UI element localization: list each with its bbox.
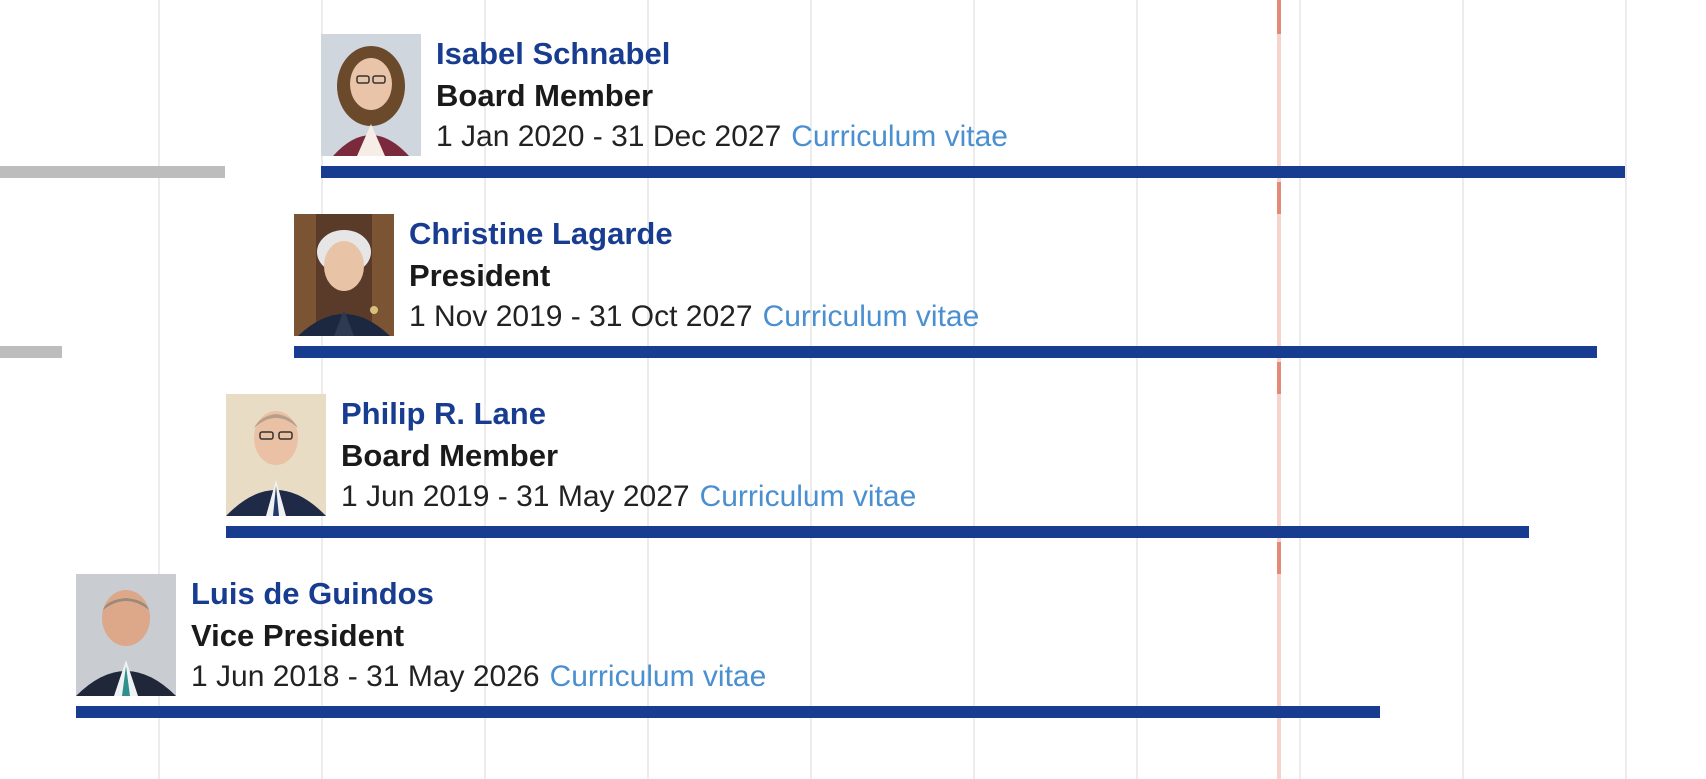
member-info: Christine Lagarde President 1 Nov 2019 -… xyxy=(409,214,979,338)
timeline-gridline xyxy=(1299,0,1301,779)
previous-member-bar xyxy=(0,166,225,178)
member-term-dates: 1 Jun 2018 - 31 May 2026 xyxy=(191,660,540,693)
timeline-gridline xyxy=(1625,0,1627,779)
member-info: Philip R. Lane Board Member 1 Jun 2019 -… xyxy=(341,394,916,518)
member-role: President xyxy=(409,258,551,293)
tenure-bar xyxy=(321,166,1625,178)
tenure-bar xyxy=(294,346,1597,358)
member-role: Board Member xyxy=(436,78,654,113)
member-role: Vice President xyxy=(191,618,405,653)
timeline-gridline xyxy=(810,0,812,779)
member-role: Board Member xyxy=(341,438,559,473)
curriculum-vitae-link[interactable]: Curriculum vitae xyxy=(549,660,767,693)
member-photo xyxy=(294,214,394,336)
today-marker-segment xyxy=(1277,542,1281,574)
member-info: Luis de Guindos Vice President 1 Jun 201… xyxy=(191,574,766,698)
tenure-bar xyxy=(226,526,1529,538)
member-photo xyxy=(321,34,421,156)
member-name: Christine Lagarde xyxy=(409,216,673,251)
today-marker-segment xyxy=(1277,362,1281,394)
member-meta: 1 Jun 2018 - 31 May 2026 Curriculum vitae xyxy=(191,658,766,698)
timeline-gridline xyxy=(321,0,323,779)
previous-member-bar xyxy=(0,346,62,358)
member-meta: 1 Jun 2019 - 31 May 2027 Curriculum vitae xyxy=(341,478,916,518)
member-name: Philip R. Lane xyxy=(341,396,546,431)
timeline-gridline xyxy=(484,0,486,779)
member-info: Isabel Schnabel Board Member 1 Jan 2020 … xyxy=(436,34,1008,158)
today-marker-segment xyxy=(1277,182,1281,214)
timeline-gridline xyxy=(1462,0,1464,779)
member-name: Luis de Guindos xyxy=(191,576,434,611)
member-term-dates: 1 Jun 2019 - 31 May 2027 xyxy=(341,480,690,513)
curriculum-vitae-link[interactable]: Curriculum vitae xyxy=(699,480,917,513)
member-term-dates: 1 Nov 2019 - 31 Oct 2027 xyxy=(409,300,753,333)
member-meta: 1 Jan 2020 - 31 Dec 2027 Curriculum vitae xyxy=(436,118,1008,158)
timeline-gridline xyxy=(1136,0,1138,779)
today-marker-segment xyxy=(1277,0,1281,34)
curriculum-vitae-link[interactable]: Curriculum vitae xyxy=(762,300,980,333)
timeline-gridline xyxy=(158,0,160,779)
curriculum-vitae-link[interactable]: Curriculum vitae xyxy=(791,120,1008,153)
member-name: Isabel Schnabel xyxy=(436,36,671,71)
member-term-dates: 1 Jan 2020 - 31 Dec 2027 xyxy=(436,120,782,153)
tenure-bar xyxy=(76,706,1380,718)
timeline-gridline xyxy=(647,0,649,779)
member-photo xyxy=(226,394,326,516)
member-meta: 1 Nov 2019 - 31 Oct 2027 Curriculum vitae xyxy=(409,298,979,338)
member-photo xyxy=(76,574,176,696)
timeline-gridline xyxy=(973,0,975,779)
